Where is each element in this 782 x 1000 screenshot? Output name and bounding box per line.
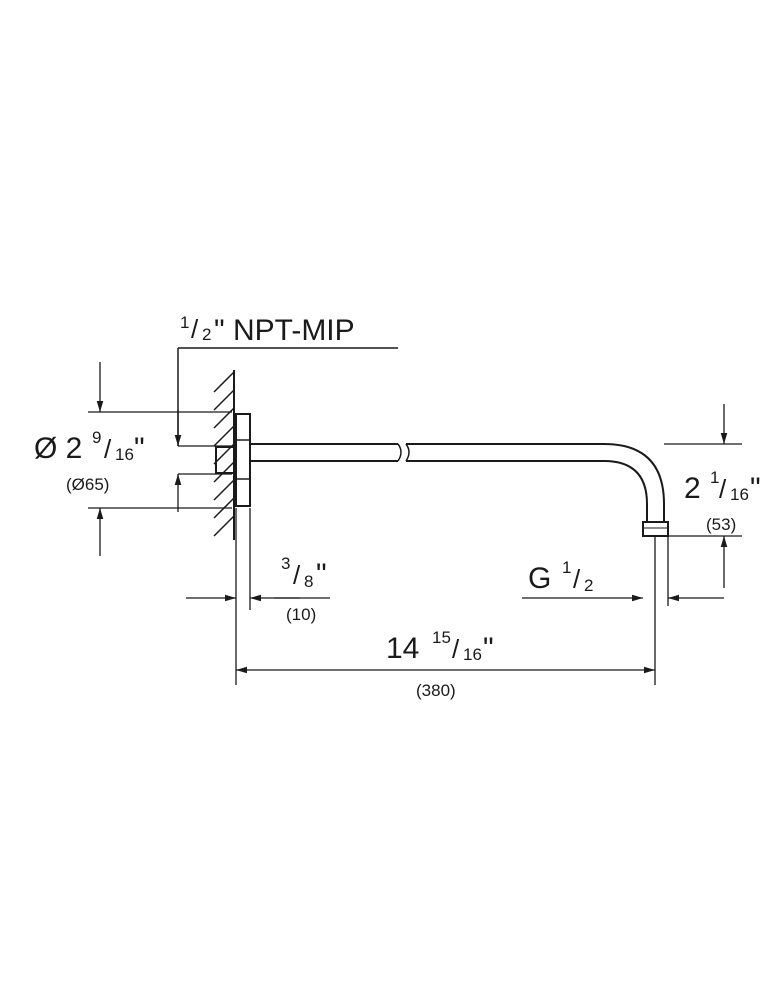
thread-callout-denominator: 2 <box>202 325 211 344</box>
drop-height-label: 2 1 / 16 " (53) <box>684 468 761 534</box>
flange-diameter-denominator: 16 <box>115 445 134 464</box>
arm-length-denominator: 16 <box>463 645 482 664</box>
flange-diameter-prefix: Ø 2 <box>34 432 82 465</box>
wall-offset-denominator: 8 <box>304 572 313 591</box>
thread-callout-numerator: 1 <box>180 313 189 332</box>
arm-length-numerator: 15 <box>432 628 451 647</box>
arm-length-whole: 14 <box>386 632 419 665</box>
flange-diameter-slash: / <box>104 434 112 464</box>
thread-callout-label: 1 / 2 " NPT-MIP <box>180 313 355 347</box>
arm-length-suffix: " <box>483 632 494 665</box>
drop-height-numerator: 1 <box>710 468 719 487</box>
outlet-thread-numerator: 1 <box>562 558 571 577</box>
drop-height-metric: (53) <box>706 515 736 534</box>
drop-height-suffix: " <box>750 472 761 505</box>
flange-diameter-numerator: 9 <box>92 428 101 447</box>
thread-callout-slash: / <box>191 314 199 344</box>
arm-length-metric: (380) <box>416 681 456 700</box>
wall-offset-suffix: " <box>316 558 327 591</box>
arm-length-slash: / <box>452 634 460 664</box>
outlet-thread-label: G 1 / 2 <box>528 558 593 595</box>
drop-height-whole: 2 <box>684 472 701 505</box>
threaded-nipple <box>215 446 237 474</box>
flange-diameter-suffix: " <box>134 432 145 465</box>
outlet-thread-denominator: 2 <box>584 576 593 595</box>
outlet-thread-prefix: G <box>528 562 551 595</box>
arm-length-label: 14 15 / 16 " (380) <box>386 628 494 700</box>
drop-height-slash: / <box>719 474 727 504</box>
thread-callout-suffix: " NPT-MIP <box>214 314 355 347</box>
drop-height-denominator: 16 <box>730 485 749 504</box>
outlet-thread-slash: / <box>573 564 581 594</box>
wall-offset-label: 3 / 8 " (10) <box>281 554 327 624</box>
flange-diameter-label: Ø 2 9 / 16 " (Ø65) <box>34 428 145 494</box>
wall-offset-numerator: 3 <box>281 554 290 573</box>
wall-offset-slash: / <box>293 560 301 590</box>
shower-arm <box>250 443 669 537</box>
flange-diameter-metric: (Ø65) <box>66 475 109 494</box>
wall-offset-metric: (10) <box>286 605 316 624</box>
wall-flange <box>235 413 251 507</box>
